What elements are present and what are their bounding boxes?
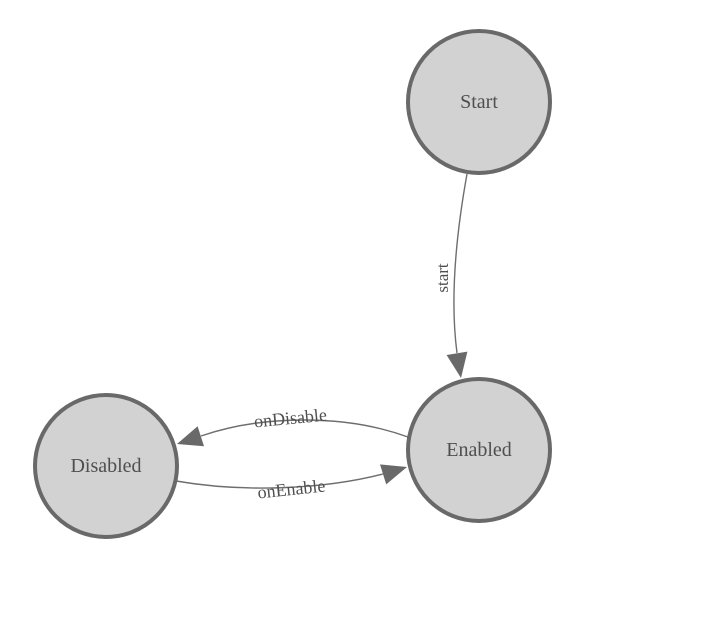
edge-start-to-enabled-line — [453, 173, 468, 354]
state-node-start-label: Start — [460, 91, 498, 113]
edge-disabled-to-enabled-line — [175, 473, 384, 489]
state-node-disabled-label: Disabled — [70, 455, 141, 477]
edge-enabled-to-disabled: onDisable — [177, 405, 409, 447]
state-node-disabled-circle[interactable] — [33, 393, 179, 539]
state-node-start-circle[interactable] — [406, 29, 552, 175]
edge-label-ondisable: onDisable — [253, 405, 328, 432]
edge-start-to-enabled: start — [433, 173, 468, 378]
arrowhead-down-icon — [446, 351, 468, 378]
state-node-enabled-label: Enabled — [446, 439, 512, 461]
edge-enabled-to-disabled-line — [200, 419, 409, 438]
state-node-disabled[interactable]: Disabled — [33, 393, 179, 539]
arrowhead-left-icon — [177, 426, 204, 447]
edge-disabled-to-enabled: onEnable — [175, 464, 407, 503]
state-node-start[interactable]: Start — [406, 29, 552, 175]
edge-label-onenable: onEnable — [257, 476, 327, 503]
edge-label-start: start — [433, 263, 452, 293]
state-node-enabled-circle[interactable] — [406, 377, 552, 523]
state-node-enabled[interactable]: Enabled — [406, 377, 552, 523]
arrowhead-right-icon — [380, 464, 407, 485]
